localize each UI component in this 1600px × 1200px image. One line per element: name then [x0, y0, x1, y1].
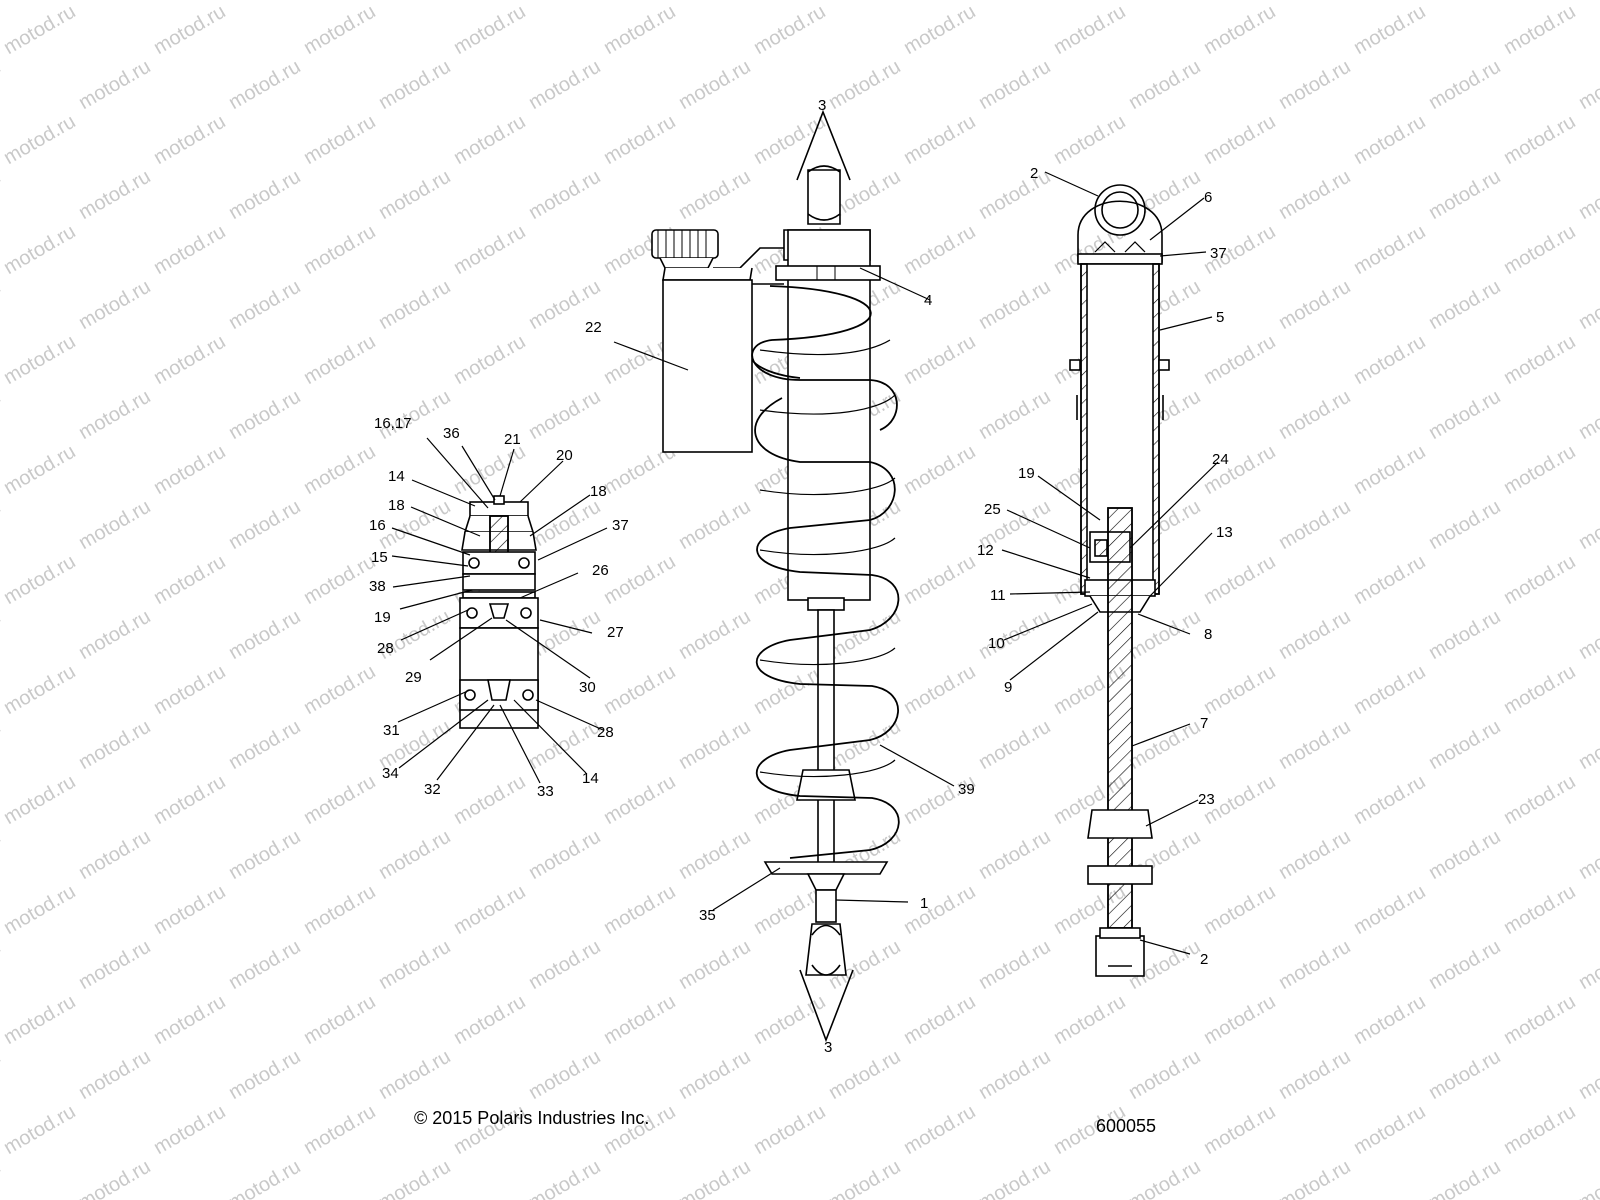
callout-2-bottom: 2	[1200, 951, 1208, 968]
callout-11: 11	[990, 587, 1006, 604]
callout-7: 7	[1200, 715, 1208, 732]
callout-28-right: 28	[597, 724, 614, 741]
callout-5: 5	[1216, 309, 1224, 326]
callout-20: 20	[556, 447, 573, 464]
copyright-text: © 2015 Polaris Industries Inc.	[414, 1108, 650, 1128]
callout-34: 34	[382, 765, 399, 782]
callout-10: 10	[988, 635, 1005, 652]
callout-37-right: 37	[1210, 245, 1227, 262]
callout-3-bottom: 3	[824, 1039, 832, 1056]
callout-21: 21	[504, 431, 521, 448]
callout-31: 31	[383, 722, 400, 739]
callout-33: 33	[537, 783, 554, 800]
diagram-number: 600055	[1096, 1116, 1157, 1136]
callout-30: 30	[579, 679, 596, 696]
callout-38: 38	[369, 578, 386, 595]
callout-8: 8	[1204, 626, 1212, 643]
callout-28-left: 28	[377, 640, 394, 657]
shock-cross-section	[1069, 184, 1170, 977]
callout-18-left: 18	[388, 497, 405, 514]
callout-19-right: 19	[1018, 465, 1035, 482]
callout-14-upper: 14	[388, 468, 405, 485]
callout-16-17: 16,17	[374, 415, 412, 432]
callout-27: 27	[607, 624, 624, 641]
callout-12: 12	[977, 542, 994, 559]
reservoir-detail	[459, 495, 539, 729]
callout-37-left: 37	[612, 517, 629, 534]
callout-16: 16	[369, 517, 386, 534]
callout-2-top: 2	[1030, 165, 1038, 182]
callout-9: 9	[1004, 679, 1012, 696]
callout-36: 36	[443, 425, 460, 442]
callout-3-top: 3	[818, 97, 826, 114]
callout-22: 22	[585, 319, 602, 336]
callout-23: 23	[1198, 791, 1215, 808]
callout-19-left: 19	[374, 609, 391, 626]
callout-39: 39	[958, 781, 975, 798]
callout-25: 25	[984, 501, 1001, 518]
callout-14-lower: 14	[582, 770, 599, 787]
assembled-shock	[651, 109, 900, 1043]
callout-13: 13	[1216, 524, 1233, 541]
callout-15: 15	[371, 549, 388, 566]
callout-29: 29	[405, 669, 422, 686]
callout-24: 24	[1212, 451, 1229, 468]
callout-4: 4	[924, 292, 932, 309]
callout-35: 35	[699, 907, 716, 924]
leader-lines	[391, 171, 1219, 955]
callout-18-right: 18	[590, 483, 607, 500]
callout-6: 6	[1204, 189, 1212, 206]
callout-26: 26	[592, 562, 609, 579]
callout-1: 1	[920, 895, 928, 912]
callout-32: 32	[424, 781, 441, 798]
